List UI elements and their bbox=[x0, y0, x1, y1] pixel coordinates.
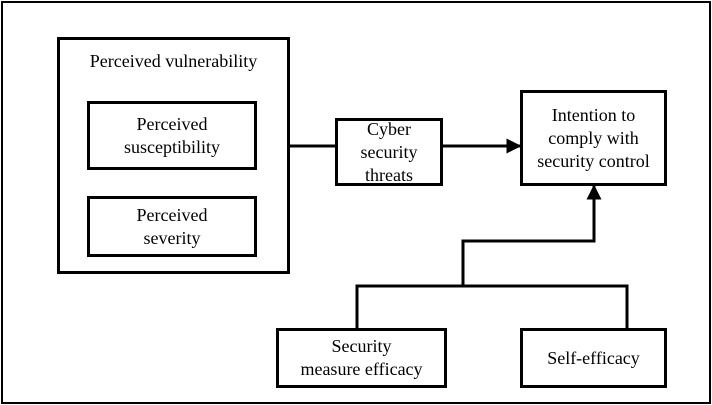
node-self-efficacy-label: Self-efficacy bbox=[547, 347, 640, 368]
edge-efficacy-merge-bar bbox=[355, 284, 629, 328]
node-perceived-severity-label: Perceived severity bbox=[136, 205, 208, 248]
node-perceived-susceptibility-label: Perceived susceptibility bbox=[124, 113, 220, 157]
node-intention-to-comply: Intention to comply with security contro… bbox=[520, 90, 667, 186]
node-intention-to-comply-label: Intention to comply with security contro… bbox=[537, 104, 650, 171]
node-security-measure-efficacy-label: Security measure efficacy bbox=[300, 336, 423, 379]
node-self-efficacy: Self-efficacy bbox=[520, 328, 667, 388]
edge-efficacy-to-intention-arrow bbox=[461, 184, 602, 286]
node-cyber-security-threats-label: Cyber security threats bbox=[360, 118, 418, 185]
node-perceived-susceptibility: Perceived susceptibility bbox=[87, 101, 257, 170]
node-cyber-security-threats: Cyber security threats bbox=[335, 118, 443, 186]
node-security-measure-efficacy: Security measure efficacy bbox=[276, 328, 447, 388]
perceived-vulnerability-label: Perceived vulnerability bbox=[89, 51, 258, 71]
perceived-vulnerability-group: Perceived vulnerability Perceived suscep… bbox=[57, 37, 290, 274]
node-perceived-severity: Perceived severity bbox=[87, 196, 257, 257]
